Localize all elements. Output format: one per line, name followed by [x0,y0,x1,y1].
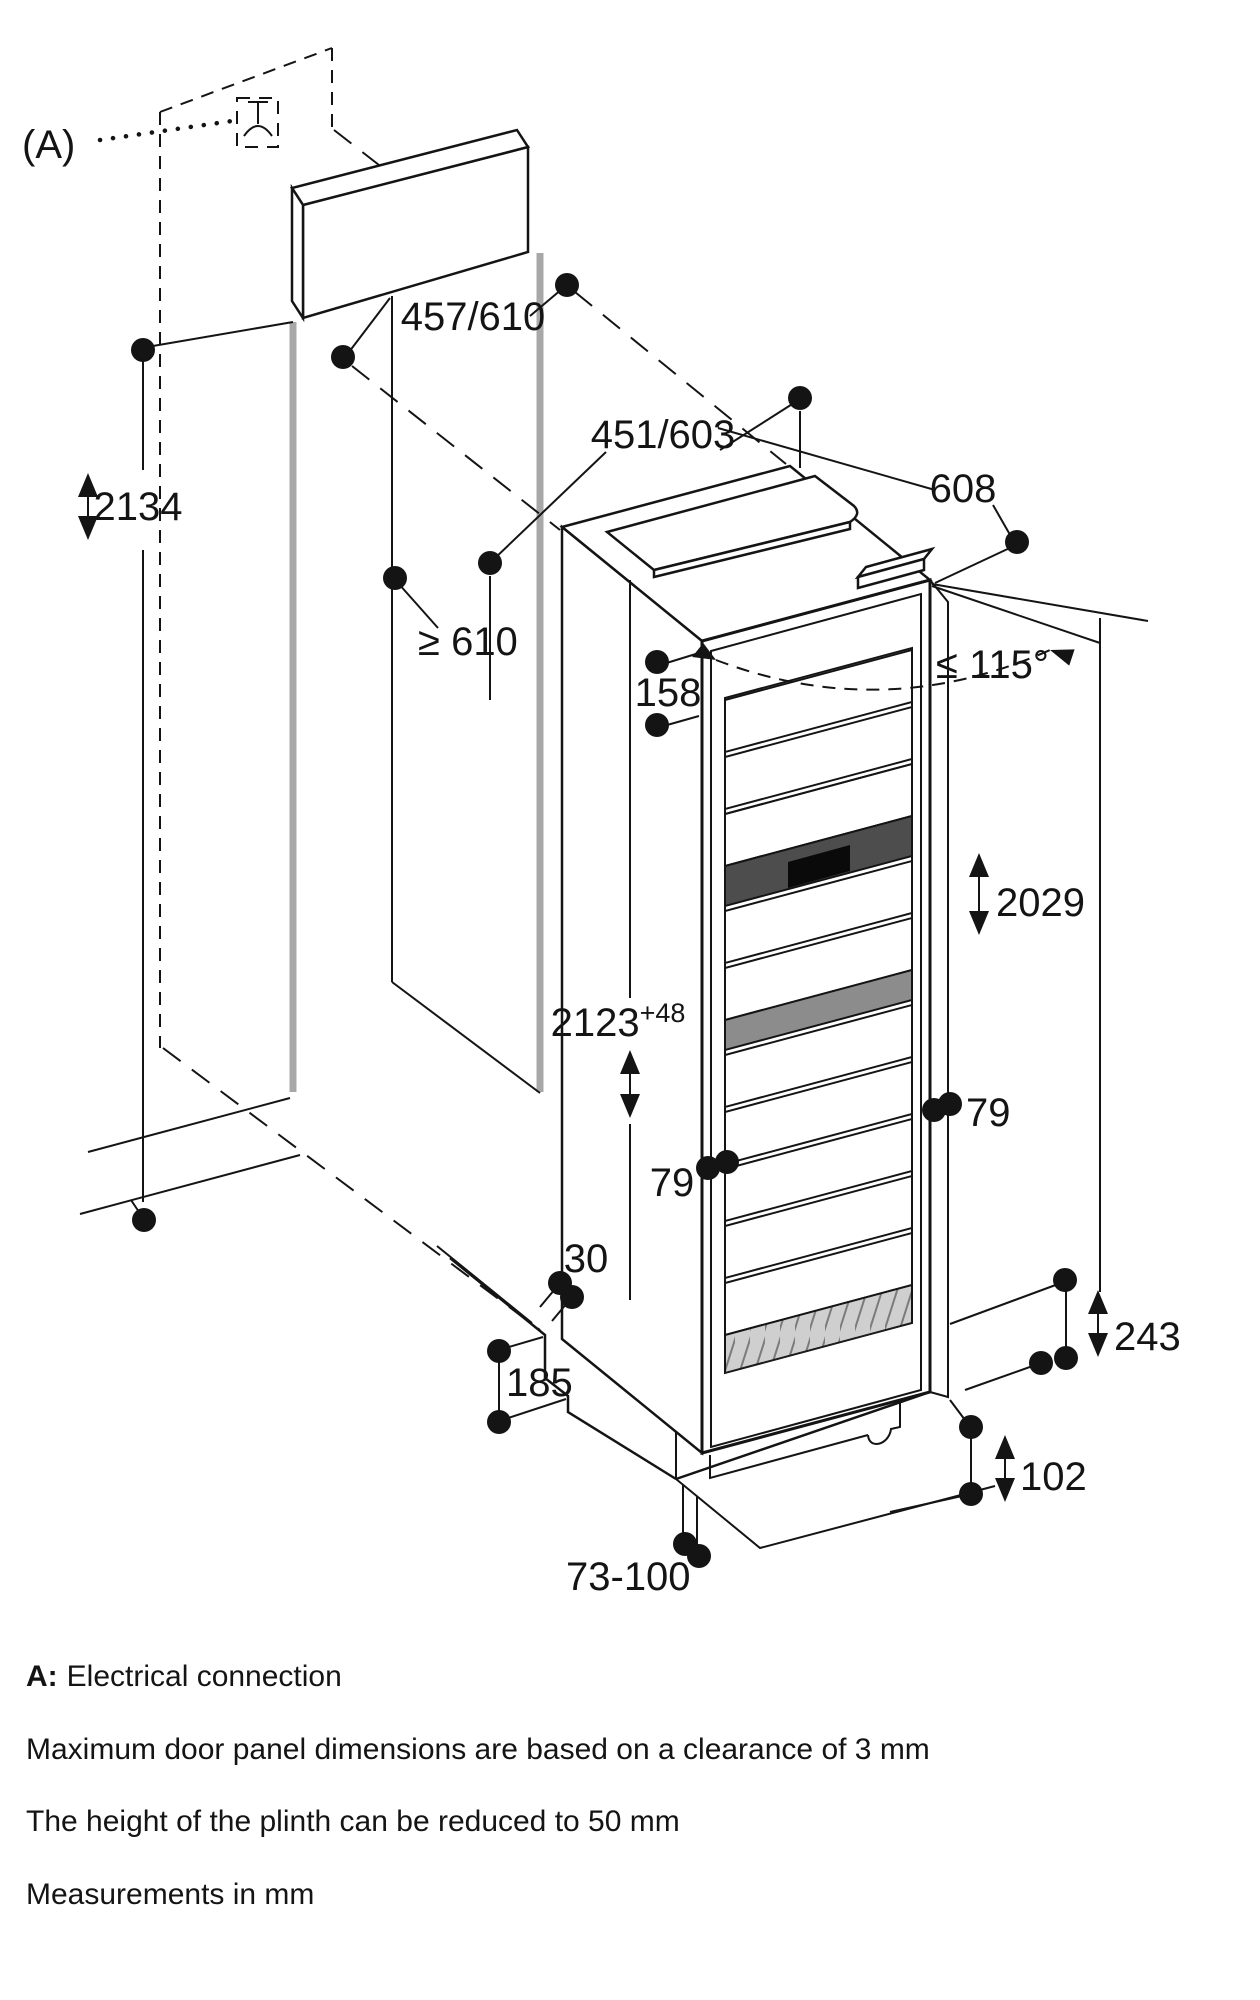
dim-top-cutout-width: 451/603 [478,386,812,575]
double-arrow-icon [995,1435,1015,1502]
double-arrow-icon [969,853,989,935]
bottom-tray-slats [725,1285,912,1373]
shelf-row-slats [725,762,912,868]
svg-text:79: 79 [650,1161,695,1205]
dim-door-overhang-right: 79 [922,1091,1011,1135]
shelf-row [725,1003,912,1109]
dim-door-overhang-left: 79 [650,1150,739,1205]
svg-text:608: 608 [930,467,997,511]
shelf-row [725,1060,912,1166]
double-arrow-icon [1088,1290,1108,1357]
dim-plinth-side-height: 102 [889,1399,1087,1513]
wine-cabinet [559,464,996,1550]
svg-text:102: 102 [1020,1455,1087,1499]
dim-side-gap: 30 [539,1237,609,1322]
shelf-row [725,648,912,754]
svg-text:2123+48: 2123+48 [551,998,686,1045]
dim-niche-min-depth: ≥ 610 [383,566,518,664]
dim-niche-height: 2123+48 [551,580,686,1300]
note-plinth-height: The height of the plinth can be reduced … [26,1805,680,1838]
svg-text:457/610: 457/610 [401,295,546,339]
top-vent-cover [604,474,859,579]
note-electrical-connection: A:Electrical connection [26,1660,1226,1694]
shelf-row [725,859,912,965]
note-door-panel-clearance: Maximum door panel dimensions are based … [26,1733,930,1766]
top-door-panel [290,128,530,323]
dim-wall-height: 2134 [78,321,294,1232]
arc-arrowhead [1050,649,1075,666]
svg-text:243: 243 [1114,1315,1181,1359]
callout-a-label: (A) [22,123,75,167]
shelf-row [725,1117,912,1223]
shelf-row [725,1174,912,1280]
note-measurements: Measurements in mm [26,1878,315,1911]
svg-text:79: 79 [966,1091,1011,1135]
shelf-row [725,1231,912,1337]
door-glass [724,646,913,1375]
svg-text:30: 30 [564,1237,609,1281]
dim-plinth-height-range: 73-100 [566,1485,711,1599]
dim-bottom-panel-height: 243 [949,1268,1181,1391]
svg-text:73-100: 73-100 [566,1555,691,1599]
svg-text:185: 185 [506,1361,573,1405]
svg-text:2029: 2029 [996,881,1085,925]
dim-appliance-depth: 608 [717,427,1029,584]
dim-base-recess: 185 [487,1336,573,1434]
svg-text:≥ 610: ≥ 610 [418,620,518,664]
niche-structure [79,253,787,1481]
electrical-socket-icon [236,97,279,148]
double-arrow-icon [620,1050,640,1118]
shelf-divider [725,968,912,1052]
dim-appliance-height: 2029 [931,585,1101,1292]
control-display [788,845,850,888]
shelf-row [725,916,912,1022]
shelf-row [725,705,912,811]
svg-text:2134: 2134 [94,485,183,529]
note-a-text: Electrical connection [66,1660,342,1693]
dim-top-panel-width: 457/610 [331,273,579,369]
note-a-prefix: A: [26,1660,58,1693]
arc-arrowhead [692,642,716,661]
dim-top-clearance: 158 [635,650,702,737]
door-swing: ≤ 115° [692,583,1149,691]
dim-door-angle: ≤ 115° [936,643,1049,687]
double-arrow-icon [78,473,98,540]
adjustable-foot [867,1402,901,1445]
plinth [675,1390,996,1550]
svg-text:158: 158 [635,671,702,715]
callout-a: (A) [22,118,235,167]
svg-text:451/603: 451/603 [591,413,736,457]
hinge-cover [854,546,936,590]
